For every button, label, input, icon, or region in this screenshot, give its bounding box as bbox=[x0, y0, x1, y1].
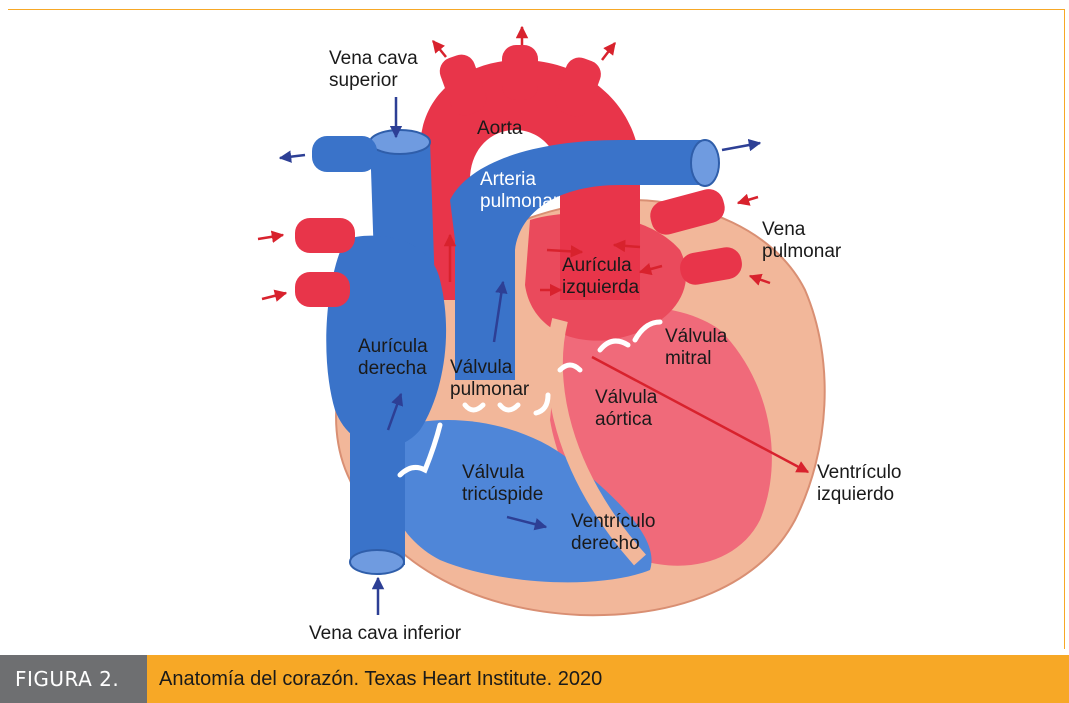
label-arteria-pulmonar: Arteria pulmonar bbox=[480, 169, 559, 213]
label-vena-cava-inferior: Vena cava inferior bbox=[309, 623, 461, 645]
label-auricula-izquierda: Aurícula izquierda bbox=[562, 255, 639, 299]
inferior-vena-cava bbox=[350, 430, 405, 565]
label-aorta: Aorta bbox=[477, 118, 522, 140]
aorta-branch-center bbox=[502, 45, 538, 100]
label-valvula-tricuspide: Válvula tricúspide bbox=[462, 462, 543, 506]
label-ventriculo-izquierdo: Ventrículo izquierdo bbox=[817, 462, 902, 506]
figure-caption-text: Anatomía del corazón. Texas Heart Instit… bbox=[159, 655, 602, 703]
svc-opening bbox=[370, 130, 430, 154]
label-valvula-aortica: Válvula aórtica bbox=[595, 387, 657, 431]
label-auricula-derecha: Aurícula derecha bbox=[358, 336, 428, 380]
svc-branch-left bbox=[312, 136, 377, 172]
figure-number-tag: FIGURA 2. bbox=[0, 655, 147, 703]
label-vena-cava-superior: Vena cava superior bbox=[329, 48, 418, 92]
label-ventriculo-derecho: Ventrículo derecho bbox=[571, 511, 656, 555]
pulmonary-vein-rl-lower bbox=[295, 272, 350, 307]
heart-illustration bbox=[0, 0, 1069, 655]
pulmonary-vein-rl-upper bbox=[295, 218, 355, 253]
ivc-opening bbox=[350, 550, 404, 574]
label-valvula-mitral: Válvula mitral bbox=[665, 326, 727, 370]
figure-caption-bar: FIGURA 2. Anatomía del corazón. Texas He… bbox=[0, 655, 1069, 703]
label-vena-pulmonar: Vena pulmonar bbox=[762, 219, 841, 263]
pulmonary-artery-end bbox=[691, 140, 719, 186]
label-valvula-pulmonar: Válvula pulmonar bbox=[450, 357, 529, 401]
